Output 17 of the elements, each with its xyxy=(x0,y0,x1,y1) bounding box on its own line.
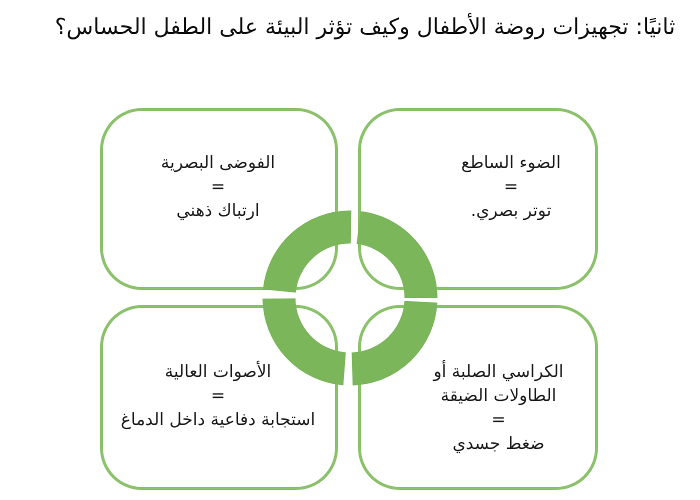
diagram-title: ثانيًا: تجهيزات روضة الأطفال وكيف تؤثر البيئة على الطفل الحساس؟ xyxy=(54,12,676,42)
box-text: الضوء الساطع xyxy=(461,152,561,175)
box-text: = xyxy=(504,176,518,199)
box-text: = xyxy=(491,409,506,432)
box-text: الفوضى البصرية xyxy=(160,152,276,175)
rounded-box xyxy=(358,305,598,490)
box-text: = xyxy=(210,176,226,199)
rounded-box xyxy=(100,305,338,490)
box-text: الكراسي الصلبة أو الطاولات الضيقة xyxy=(432,360,565,408)
box-text: توتر بصري. xyxy=(470,200,552,223)
box-text: ضغط جسدي xyxy=(452,433,545,456)
box-text: استجابة دفاعية داخل الدماغ xyxy=(120,409,316,432)
box-text: ارتباك ذهني xyxy=(176,200,260,223)
box-text: = xyxy=(210,385,226,408)
box-text: الأصوات العالية xyxy=(164,360,272,384)
rounded-box xyxy=(100,108,338,290)
rounded-box xyxy=(358,108,598,290)
